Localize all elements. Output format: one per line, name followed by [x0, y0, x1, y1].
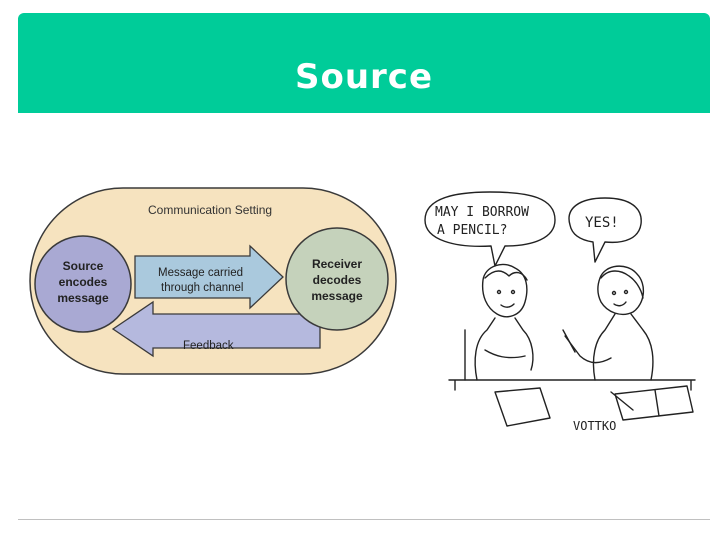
receiver-line-3: message	[311, 289, 363, 303]
communication-diagram: Communication Setting Feedback Source en…	[28, 186, 400, 378]
receiver-line-2: decodes	[313, 273, 362, 287]
desk	[448, 379, 696, 391]
pencil-on-desk	[610, 391, 634, 411]
source-circle	[34, 235, 132, 333]
boy-figure	[464, 263, 534, 381]
communication-setting-label: Communication Setting	[148, 203, 272, 217]
feedback-arrow	[111, 300, 321, 358]
message-arrow	[134, 244, 284, 310]
speech-bubble-left	[424, 191, 556, 267]
receiver-circle	[285, 227, 389, 331]
bubble-left-line-1: MAY I BORROW	[435, 205, 529, 220]
feedback-label: Feedback	[183, 340, 234, 352]
receiver-line-1: Receiver	[312, 257, 362, 271]
cartoon-signature: VOTTKO	[573, 419, 616, 433]
source-line-2: encodes	[59, 275, 108, 289]
speech-bubble-right	[568, 197, 642, 263]
cartoon-illustration: MAY I BORROW A PENCIL? YES! VOTTKO	[415, 180, 700, 440]
message-arrow-line-2: through channel	[161, 282, 243, 294]
slide-title: Source	[294, 57, 434, 97]
source-line-1: Source	[63, 259, 104, 273]
message-arrow-line-1: Message carried	[158, 267, 243, 279]
bubble-right-text: YES!	[585, 215, 619, 231]
source-line-3: message	[57, 291, 109, 305]
girl-figure	[562, 265, 654, 381]
paper-left	[494, 387, 551, 427]
bubble-left-line-2: A PENCIL?	[437, 223, 507, 238]
title-banner: Source	[18, 13, 710, 113]
notebook-right	[614, 385, 694, 421]
bottom-divider	[18, 519, 710, 520]
